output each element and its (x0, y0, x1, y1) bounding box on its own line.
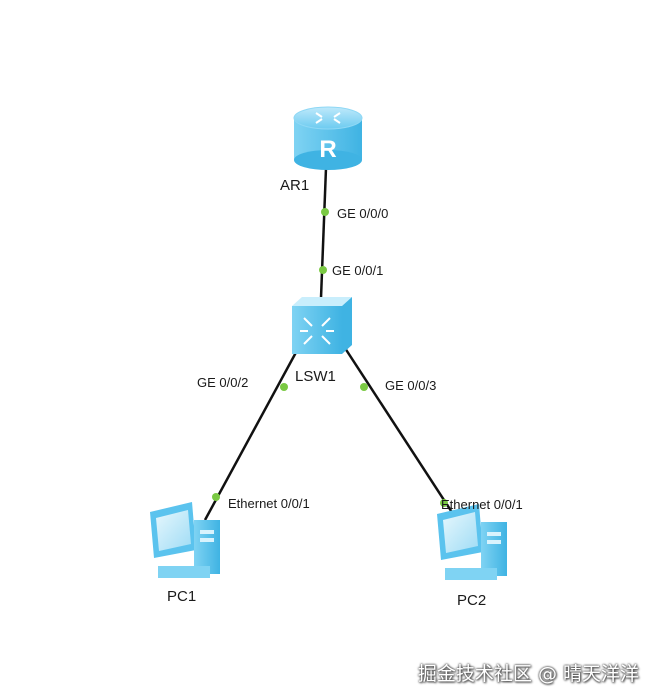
switch-label: LSW1 (295, 368, 336, 385)
link-ar1-lsw1[interactable] (319, 167, 328, 299)
port-dot-pc2-eth001[interactable] (440, 499, 448, 507)
port-label-ar1-ge000: GE 0/0/0 (337, 206, 389, 221)
port-dot-pc1-eth001[interactable] (212, 493, 220, 501)
link-lsw1-pc1[interactable] (203, 344, 302, 521)
pc2-label: PC2 (457, 592, 487, 609)
watermark: 掘金技术社区 @ 晴天洋洋 (417, 663, 639, 685)
port-label-pc1-eth001: Ethernet 0/0/1 (228, 496, 310, 511)
port-label-lsw1-ge001: GE 0/0/1 (332, 263, 384, 278)
router-label: AR1 (280, 177, 310, 194)
port-dot-lsw1-ge003[interactable] (360, 383, 368, 391)
port-label-lsw1-ge003: GE 0/0/3 (385, 378, 437, 393)
pc1-label: PC1 (167, 588, 197, 605)
router-glyph: R (319, 136, 336, 163)
pc1-icon[interactable] (150, 502, 220, 578)
port-label-lsw1-ge002: GE 0/0/2 (197, 375, 249, 390)
port-label-pc2-eth001: Ethernet 0/0/1 (441, 497, 523, 512)
port-dot-lsw1-ge001[interactable] (319, 266, 327, 274)
link-lsw1-pc2[interactable] (341, 344, 459, 521)
router-icon[interactable]: R (293, 106, 363, 170)
port-dot-lsw1-ge002[interactable] (280, 383, 288, 391)
switch-icon[interactable] (292, 297, 352, 354)
pc2-icon[interactable] (437, 504, 507, 580)
port-dot-ar1-ge000[interactable] (321, 208, 329, 216)
